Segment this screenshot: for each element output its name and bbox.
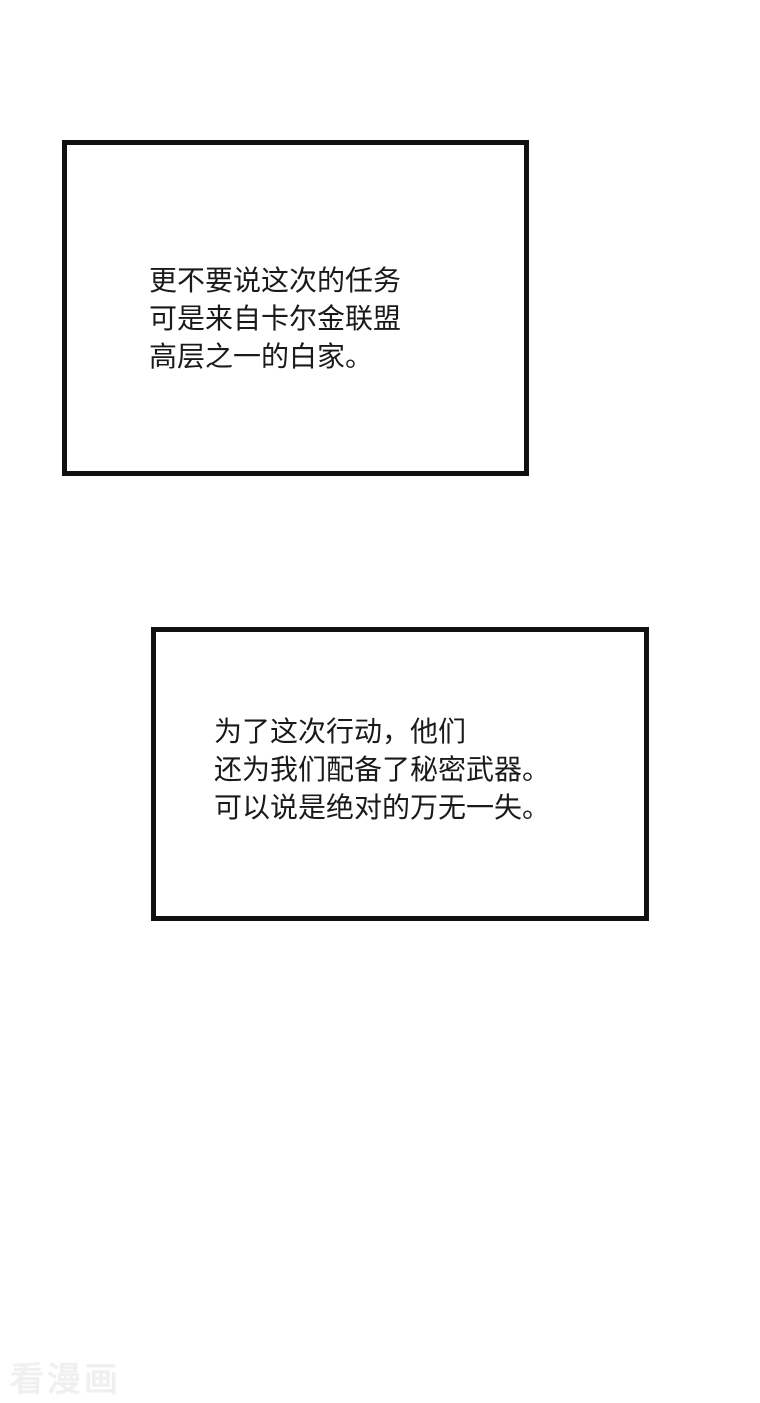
caption-line: 还为我们配备了秘密武器。 (214, 753, 551, 786)
caption-line: 高层之一的白家。 (149, 340, 374, 373)
caption-text: 更不要说这次的任务 可是来自卡尔金联盟 高层之一的白家。 (149, 262, 401, 376)
caption-line: 可以说是绝对的万无一失。 (214, 791, 551, 824)
watermark-logo: 看漫画 (10, 1360, 121, 1400)
caption-text: 为了这次行动，他们 还为我们配备了秘密武器。 可以说是绝对的万无一失。 (214, 713, 550, 827)
caption-line: 可是来自卡尔金联盟 (149, 302, 402, 335)
caption-panel-1: 更不要说这次的任务 可是来自卡尔金联盟 高层之一的白家。 (62, 140, 529, 476)
caption-line: 更不要说这次的任务 (149, 264, 402, 297)
caption-line: 为了这次行动，他们 (214, 715, 467, 748)
caption-panel-2: 为了这次行动，他们 还为我们配备了秘密武器。 可以说是绝对的万无一失。 (151, 627, 649, 921)
